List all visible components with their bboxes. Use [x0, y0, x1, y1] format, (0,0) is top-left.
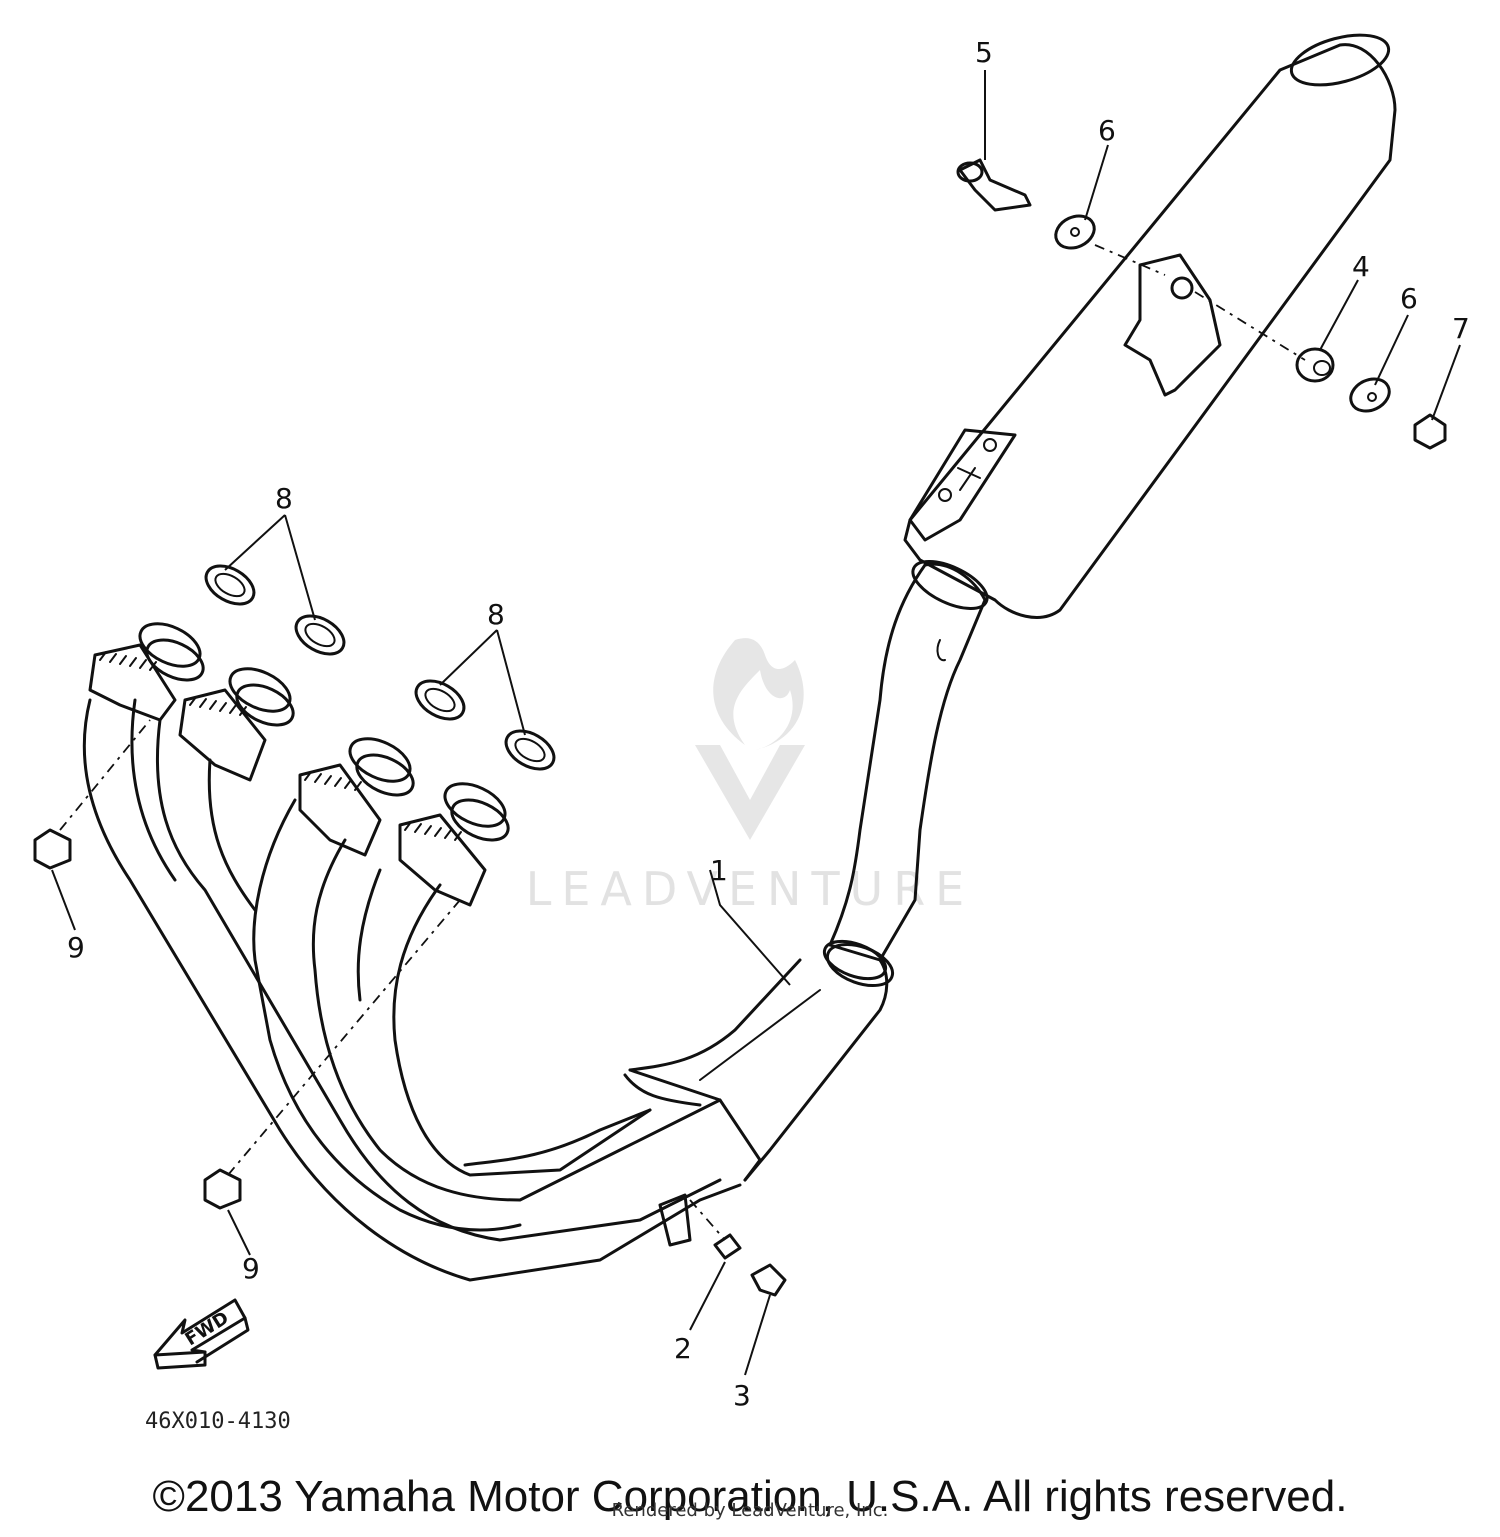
label-part-3: 3: [733, 1379, 751, 1412]
gaskets: [204, 564, 556, 771]
flange-2: [178, 667, 295, 782]
label-part-2: 2: [674, 1332, 692, 1365]
rendered-by-note: Rendered by LeadVenture, Inc.: [611, 1500, 889, 1521]
flange-3: [298, 737, 415, 857]
copyright-notice: ©2013 Yamaha Motor Corporation, U.S.A. A…: [152, 1472, 1348, 1521]
flange-4: [398, 782, 510, 907]
label-part-1: 1: [710, 854, 728, 887]
label-part-8-upper: 8: [275, 482, 293, 515]
watermark-logo: LEADVENTURE: [526, 638, 975, 916]
alignment-lines: [59, 244, 1306, 1241]
label-part-9-lower: 9: [242, 1252, 260, 1285]
label-part-8-lower: 8: [487, 598, 505, 631]
label-part-5: 5: [975, 36, 993, 69]
label-part-9-left: 9: [67, 931, 85, 964]
label-part-7: 7: [1452, 312, 1470, 345]
diagram-code: 46X010-4130: [145, 1409, 291, 1434]
exhaust-pipe: [82, 560, 989, 1282]
fwd-arrow: FWD: [153, 1298, 250, 1370]
part-labels: 1 2 3 4 5 6 6 7 8 8 9 9: [67, 36, 1470, 1412]
label-part-4: 4: [1352, 250, 1370, 283]
hardware: [33, 158, 1447, 1297]
label-part-6-right: 6: [1400, 282, 1418, 315]
watermark-text: LEADVENTURE: [526, 862, 975, 916]
flange-1: [88, 622, 205, 722]
muffler: [903, 33, 1397, 619]
header-flanges: [88, 622, 510, 907]
leader-lines: [51, 70, 1461, 1376]
label-part-6-top: 6: [1098, 114, 1116, 147]
